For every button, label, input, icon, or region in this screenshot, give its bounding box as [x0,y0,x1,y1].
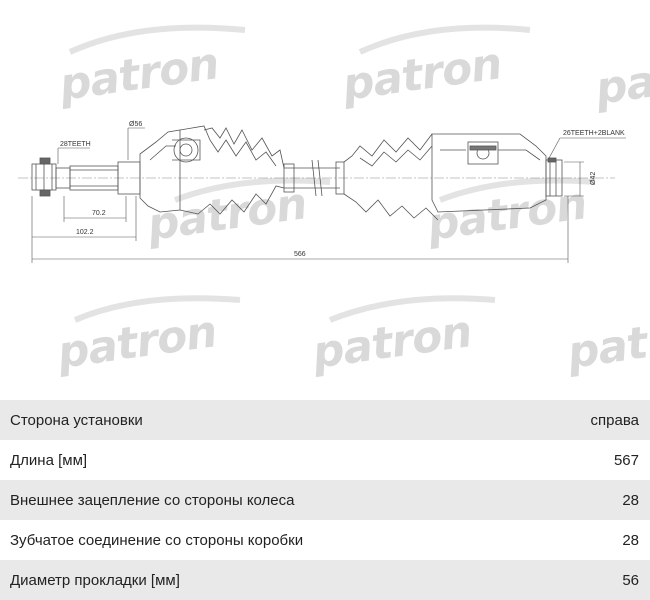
dim-inner-diameter: Ø42 [564,161,597,197]
spec-label: Зубчатое соединение со стороны коробки [10,531,304,549]
dim-spline-length: 70.2 [63,196,127,222]
watermark-4: patron [143,177,331,251]
dim-hub-length: 102.2 [31,196,137,241]
watermark-2: patron [338,24,531,111]
spec-value: 28 [622,491,639,509]
drive-shaft-drawing: patron patron patron patron patron patro… [18,24,650,379]
inner-spline-label: 26TEETH+2BLANK [563,130,625,137]
watermark-7: patron [308,295,496,379]
outer-spline-label: 28TEETH [60,141,91,148]
spline-length-label: 70.2 [92,210,106,217]
cv-diameter-label: Ø56 [129,121,142,128]
inner-boot [343,133,439,221]
total-length-label: 566 [294,251,306,258]
watermark-3: patron [591,42,650,115]
spec-label: Сторона установки [10,411,143,429]
spec-row-wheel-spline: Внешнее зацепление со стороны колеса 28 [0,480,650,520]
watermark-5: patron [423,177,596,251]
wheel-side-stub [31,157,141,197]
spec-label: Внешнее зацепление со стороны колеса [10,491,295,509]
spec-row-seal-diameter: Диаметр прокладки [мм] 56 [0,560,650,600]
watermark-text: patron [563,306,650,379]
spec-row-side: Сторона установки справа [0,400,650,440]
dim-cv-diameter: Ø56 [127,121,145,160]
dim-inner-spline: 26TEETH+2BLANK [547,130,626,161]
spec-row-gearbox-spline: Зубчатое соединение со стороны коробки 2… [0,520,650,560]
watermark-6: patron [53,295,241,379]
spec-label: Длина [мм] [10,451,88,469]
watermark-text: patron [591,42,650,115]
watermark-text: patron [143,178,309,251]
main-shaft [283,159,345,197]
spec-table: Сторона установки справа Длина [мм] 567 … [0,400,650,600]
technical-drawing: patron patron patron patron patron patro… [18,24,650,379]
hub-length-label: 102.2 [76,229,94,236]
spec-value: 567 [613,451,639,469]
outer-boot [179,127,285,215]
spec-value: 56 [622,571,639,589]
spec-value: 28 [622,531,639,549]
watermark-8: patron [563,306,650,379]
dim-total-length: 566 [31,196,569,263]
watermark-group: patron patron patron patron patron patro… [53,24,650,379]
inner-housing [431,133,547,213]
spec-row-length: Длина [мм] 567 [0,440,650,480]
inner-diameter-label: Ø42 [590,172,597,185]
spec-value: справа [590,411,639,429]
watermark-1: patron [55,24,246,111]
watermark-text: patron [423,178,589,251]
dim-outer-spline: 28TEETH [57,141,91,164]
spec-label: Диаметр прокладки [мм] [10,571,180,589]
